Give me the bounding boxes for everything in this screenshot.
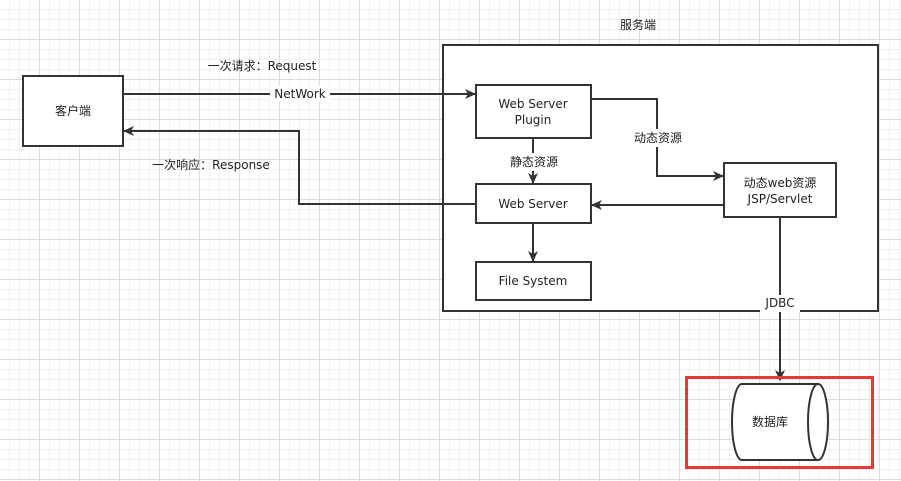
server-title: 服务端	[620, 17, 656, 32]
edge-response	[123, 126, 476, 205]
dynamic-label-bg	[629, 129, 687, 147]
dynamic-resource-line1: 动态web资源	[744, 176, 817, 190]
dynamic-resource-node	[723, 162, 837, 218]
response-label: 一次响应：Response	[152, 157, 270, 172]
client-label: 客户端	[55, 103, 91, 118]
plugin-node	[475, 84, 592, 139]
dynamic-label: 动态资源	[634, 131, 682, 145]
web-server-label: Web Server	[498, 197, 567, 211]
request-label: 一次请求：Request	[208, 59, 317, 73]
database-node-rim	[807, 383, 819, 461]
database-label: 数据库	[752, 414, 788, 429]
static-label: 静态资源	[510, 155, 558, 169]
dynamic-resource-line2: JSP/Servlet	[747, 192, 813, 206]
static-label-bg	[505, 153, 563, 171]
network-label-bg	[270, 86, 330, 102]
jdbc-label-bg	[760, 295, 800, 312]
file-system-label: File System	[499, 274, 568, 288]
client-node	[22, 75, 124, 147]
file-system-node	[475, 261, 592, 301]
plugin-label-line1: Web Server	[498, 97, 567, 111]
network-label: NetWork	[274, 87, 326, 101]
database-highlight-frame	[685, 376, 874, 469]
jdbc-label: JDBC	[764, 296, 794, 310]
plugin-label-line2: Plugin	[515, 113, 552, 127]
